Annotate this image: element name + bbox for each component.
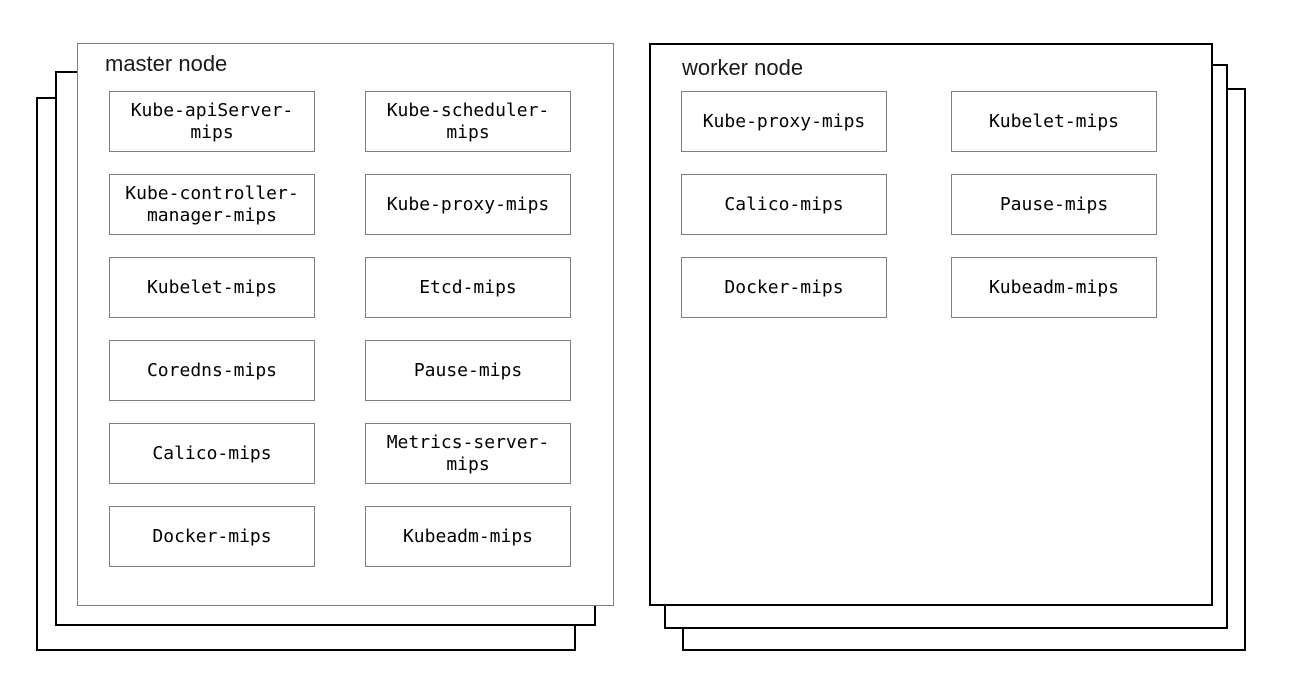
worker-components-grid: Kube-proxy-mips Kubelet-mips Calico-mips… [681, 91, 1157, 318]
component-box-kube-controller-manager-mips: Kube-controller- manager-mips [109, 174, 315, 235]
worker-node-panel: worker node Kube-proxy-mips Kubelet-mips… [649, 43, 1213, 606]
component-box-kubelet-mips-worker: Kubelet-mips [951, 91, 1157, 152]
master-components-grid: Kube-apiServer- mips Kube-scheduler- mip… [109, 91, 571, 567]
component-box-kube-proxy-mips-master: Kube-proxy-mips [365, 174, 571, 235]
component-box-kube-proxy-mips-worker: Kube-proxy-mips [681, 91, 887, 152]
component-box-pause-mips-master: Pause-mips [365, 340, 571, 401]
master-node-panel: master node Kube-apiServer- mips Kube-sc… [77, 43, 614, 606]
component-box-docker-mips-master: Docker-mips [109, 506, 315, 567]
component-box-calico-mips-worker: Calico-mips [681, 174, 887, 235]
component-box-calico-mips-master: Calico-mips [109, 423, 315, 484]
component-box-docker-mips-worker: Docker-mips [681, 257, 887, 318]
master-node-title: master node [105, 51, 228, 76]
component-box-coredns-mips: Coredns-mips [109, 340, 315, 401]
component-box-kubelet-mips-master: Kubelet-mips [109, 257, 315, 318]
component-box-kube-scheduler-mips: Kube-scheduler- mips [365, 91, 571, 152]
component-box-pause-mips-worker: Pause-mips [951, 174, 1157, 235]
worker-node-title: worker node [682, 55, 804, 80]
component-box-kubeadm-mips-master: Kubeadm-mips [365, 506, 571, 567]
component-box-metrics-server-mips: Metrics-server- mips [365, 423, 571, 484]
component-box-kube-apiserver-mips: Kube-apiServer- mips [109, 91, 315, 152]
component-box-kubeadm-mips-worker: Kubeadm-mips [951, 257, 1157, 318]
component-box-etcd-mips: Etcd-mips [365, 257, 571, 318]
